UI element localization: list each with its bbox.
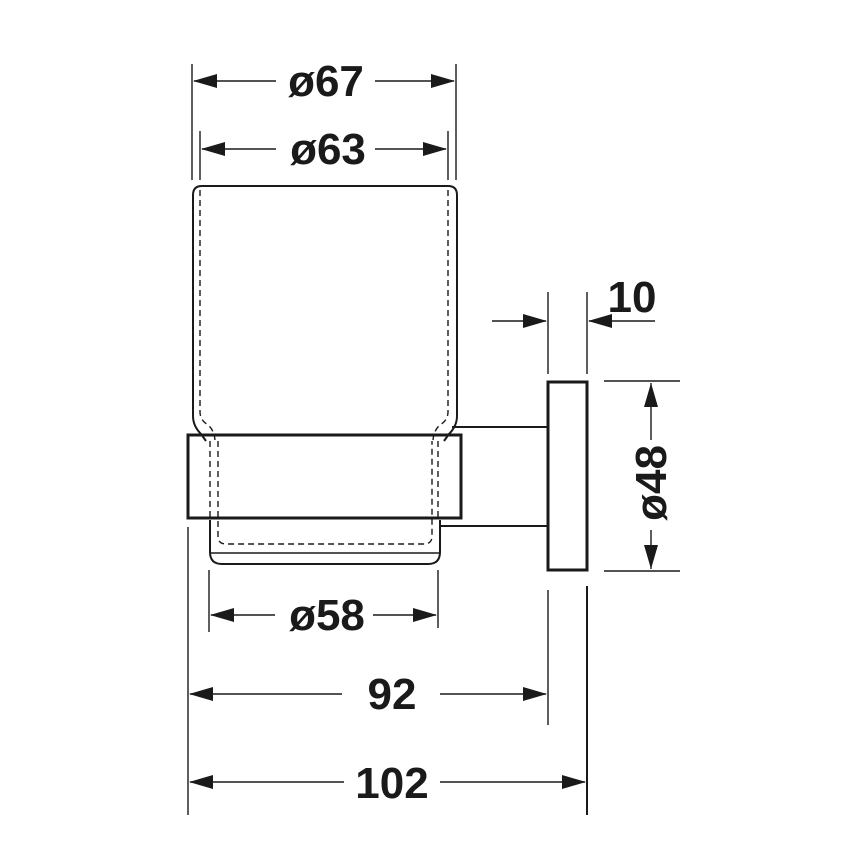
glass-cup: [192, 185, 458, 565]
arrow-right-icon: [413, 608, 437, 622]
arrow-left-icon: [189, 775, 213, 789]
dim-label-cup-bottom: ø58: [289, 591, 365, 640]
arrow-right-icon: [523, 314, 547, 328]
holder-arm: [440, 426, 548, 527]
holder-ring: [186, 433, 463, 520]
dimension-rosette-diameter: ø48: [604, 380, 680, 572]
arrow-left-icon: [193, 74, 217, 88]
dim-label-cup-top-inner: ø63: [290, 125, 366, 174]
arrow-right-icon: [423, 142, 447, 156]
dim-label-projection-92: 92: [368, 670, 417, 719]
dim-label-total-projection: 102: [355, 759, 428, 808]
dim-label-rosette-thickness: 10: [608, 273, 657, 322]
dimension-cup-top-outer: ø67: [191, 57, 457, 180]
dim-label-rosette-diameter: ø48: [627, 445, 676, 521]
arrow-left-icon: [588, 314, 612, 328]
arrow-down-icon: [644, 545, 658, 569]
dim-label-cup-top-outer: ø67: [288, 57, 364, 106]
arrow-left-icon: [189, 687, 213, 701]
dimension-rosette-thickness: 10: [492, 273, 656, 374]
dimension-total-projection: 102: [189, 586, 588, 815]
arrow-right-icon: [523, 687, 547, 701]
dimension-projection-92: 92: [187, 527, 549, 815]
dimension-cup-bottom: ø58: [208, 570, 439, 640]
arrow-left-icon: [210, 608, 234, 622]
arrow-right-icon: [431, 74, 455, 88]
arrow-up-icon: [644, 383, 658, 407]
wall-rosette: [546, 380, 589, 572]
arrow-right-icon: [562, 775, 586, 789]
dimension-cup-top-inner: ø63: [199, 125, 449, 180]
arrow-left-icon: [201, 142, 225, 156]
